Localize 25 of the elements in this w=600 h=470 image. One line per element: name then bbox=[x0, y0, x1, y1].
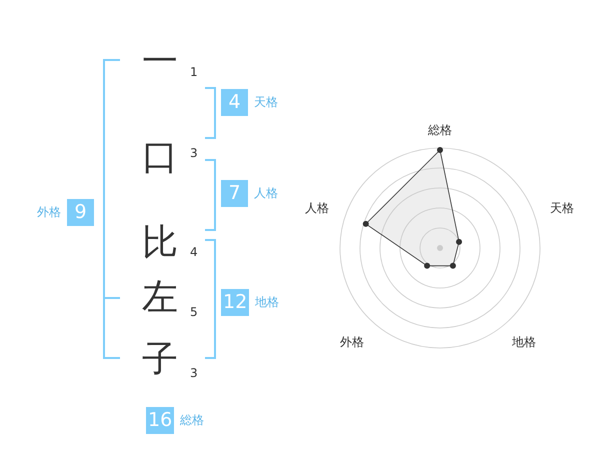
name-character: 子 bbox=[142, 342, 178, 378]
radar-axis-label: 地格 bbox=[512, 336, 536, 348]
score-badge: 9 bbox=[67, 199, 94, 226]
name-character: 左 bbox=[142, 280, 178, 316]
stroke-count: 4 bbox=[190, 246, 198, 258]
grid-label: 人格 bbox=[254, 185, 278, 202]
grid-label: 外格 bbox=[37, 204, 61, 221]
grid-label: 地格 bbox=[255, 294, 280, 311]
name-character: 比 bbox=[142, 225, 178, 261]
grid-label: 総格 bbox=[180, 412, 204, 429]
score-badge: 16 bbox=[146, 407, 174, 434]
name-character: 口 bbox=[142, 140, 178, 176]
radar-axis-label: 総格 bbox=[428, 124, 452, 136]
stroke-count: 5 bbox=[190, 306, 198, 318]
stroke-count: 3 bbox=[190, 367, 198, 379]
radar-axis-label: 人格 bbox=[305, 202, 329, 214]
grid-label: 天格 bbox=[254, 94, 278, 111]
stroke-count: 1 bbox=[190, 66, 198, 78]
score-badge: 4 bbox=[221, 89, 248, 116]
name-character: 一 bbox=[142, 44, 178, 80]
score-badge: 12 bbox=[221, 289, 250, 316]
radar-axis-label: 天格 bbox=[550, 202, 574, 214]
radar-axis-label: 外格 bbox=[340, 336, 364, 348]
stroke-count: 3 bbox=[190, 147, 198, 159]
score-badge: 7 bbox=[221, 180, 248, 207]
